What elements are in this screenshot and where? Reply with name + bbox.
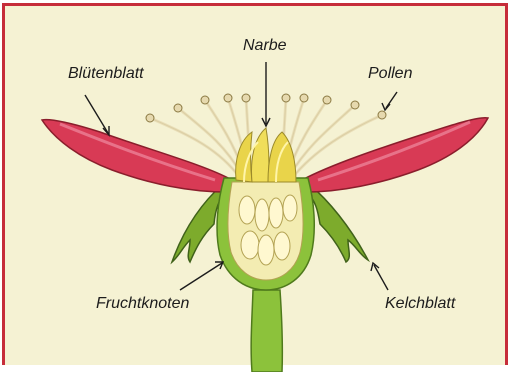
- label-bluetenblatt: Blütenblatt: [68, 66, 144, 82]
- sepal-right: [306, 185, 368, 262]
- pointer-pollen: [386, 92, 397, 108]
- label-pollen: Pollen: [368, 66, 412, 82]
- label-kelchblatt: Kelchblatt: [385, 296, 455, 312]
- pointer-bluetenblatt: [85, 95, 108, 133]
- pointer-fruchtknoten: [180, 263, 222, 290]
- stem: [251, 290, 282, 372]
- label-narbe: Narbe: [243, 38, 287, 54]
- label-fruchtknoten: Fruchtknoten: [96, 296, 189, 312]
- pointer-kelchblatt: [374, 265, 388, 290]
- stigma: [236, 128, 296, 182]
